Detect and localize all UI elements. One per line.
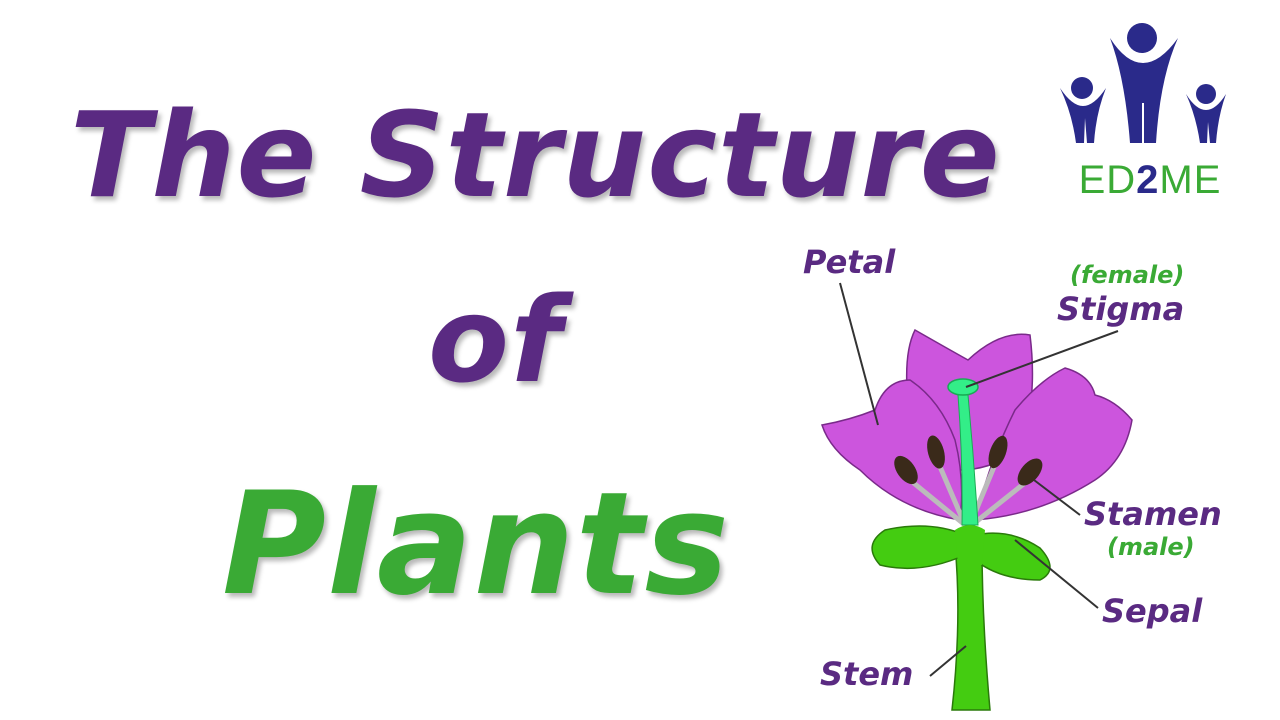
flower-stem: [951, 544, 991, 711]
title-line-3: Plants: [222, 462, 731, 627]
label-stigma: Stigma: [1057, 290, 1184, 328]
people-icon: [1060, 23, 1226, 143]
logo-text-me: ME: [1159, 158, 1222, 202]
pistil: [957, 394, 979, 526]
logo-text-2: 2: [1136, 158, 1160, 202]
title-line-2: of: [428, 271, 563, 409]
logo-wordmark: ED2ME: [1030, 158, 1270, 203]
label-stigma-note: (female): [1070, 261, 1184, 289]
stamen-filaments: [907, 459, 1029, 528]
label-stem: Stem: [820, 655, 913, 693]
logo-text-ed: ED: [1078, 158, 1137, 202]
stigma-shape: [947, 378, 979, 396]
label-petal: Petal: [803, 243, 896, 281]
label-stamen-note: (male): [1107, 533, 1195, 561]
stamen-anthers: [894, 435, 1043, 486]
label-stamen: Stamen: [1084, 495, 1222, 533]
title-line-1: The Structure: [70, 86, 1001, 224]
label-sepal: Sepal: [1102, 592, 1203, 630]
ed2me-logo: ED2ME: [1030, 18, 1270, 202]
sepal-right: [974, 532, 1051, 581]
petal-right: [974, 367, 1133, 521]
leader-lines: [839, 282, 1119, 677]
sepal-left: [871, 525, 966, 570]
receptacle: [955, 525, 985, 565]
